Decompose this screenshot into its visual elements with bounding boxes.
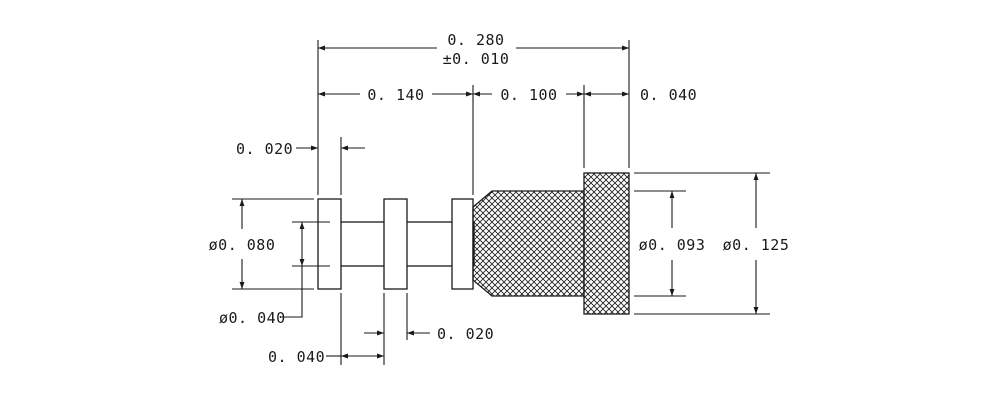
dimension-lines [239,45,759,359]
head-diameter-label: ø0. 125 [723,236,790,254]
flange-3 [451,198,474,290]
pin-part [317,172,630,315]
flange-1 [317,198,342,290]
head-length-label: 0. 040 [640,86,697,104]
flange-2 [383,198,408,290]
overall-tolerance-label: ±0. 010 [443,50,510,68]
flange-thickness-label: 0. 020 [236,140,293,158]
knurl-length-label: 0. 100 [500,86,557,104]
dimension-labels: 0. 280 ±0. 010 0. 140 0. 100 0. 040 0. 0… [209,31,790,366]
shank-diameter-label: ø0. 040 [219,309,286,327]
knurled-body [472,190,585,297]
front-length-label: 0. 140 [367,86,424,104]
knurl-diameter-label: ø0. 093 [639,236,706,254]
knurled-head [583,172,630,315]
overall-length-label: 0. 280 [447,31,504,49]
flange-spacing-label: 0. 040 [268,348,325,366]
flange-thickness-2-label: 0. 020 [437,325,494,343]
flange-diameter-label: ø0. 080 [209,236,276,254]
